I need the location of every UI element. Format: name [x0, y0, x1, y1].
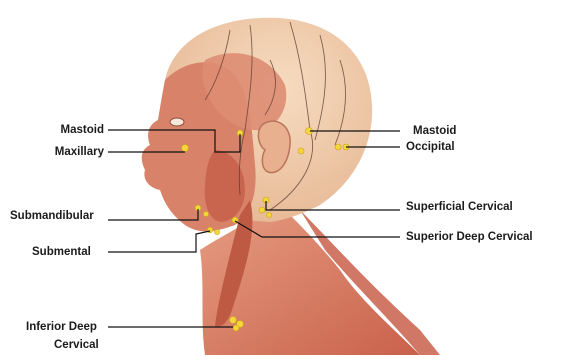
- eye: [170, 118, 184, 126]
- label-maxillary: Maxillary: [20, 146, 104, 159]
- inferior-deep-node: [230, 317, 237, 324]
- label-submandibular: Submandibular: [10, 210, 94, 223]
- submental-node-2: [214, 229, 219, 234]
- label-occipital: Occipital: [406, 141, 455, 154]
- superficial-cervical-node-2: [259, 207, 265, 213]
- label-inferior-deep-line2: Cervical: [54, 339, 99, 352]
- submandibular-node-2: [203, 211, 208, 216]
- label-mastoid-right: Mastoid: [413, 125, 456, 138]
- label-inferior-deep-line1: Inferior Deep: [26, 321, 97, 334]
- mastoid-node-right-2: [298, 148, 304, 154]
- inferior-deep-node-3: [233, 325, 239, 331]
- label-submental: Submental: [32, 246, 91, 259]
- maxillary-node: [182, 145, 189, 152]
- label-mastoid-left: Mastoid: [20, 124, 104, 137]
- label-superficial-cervical: Superficial Cervical: [406, 201, 513, 214]
- superficial-cervical-node-3: [266, 212, 271, 217]
- occipital-node: [335, 144, 341, 150]
- label-superior-deep-cervical: Superior Deep Cervical: [406, 231, 533, 244]
